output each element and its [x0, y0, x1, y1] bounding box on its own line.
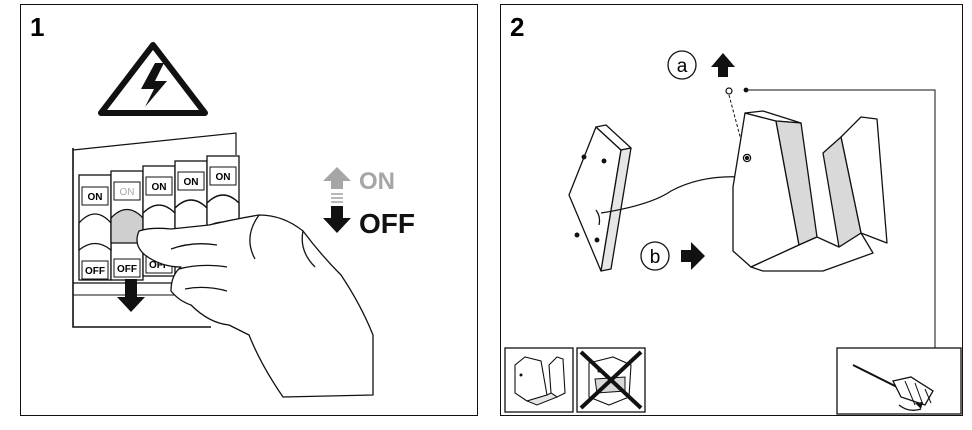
step-2-panel: 2 a b — [500, 4, 963, 416]
down-arrow-icon — [117, 279, 145, 312]
right-arrow-icon — [681, 242, 705, 270]
callout-a-label: a — [677, 56, 688, 77]
breaker-label-off: OFF — [149, 260, 169, 271]
breaker-label-on: ON — [88, 192, 103, 203]
breaker-label-off: OFF — [117, 264, 137, 275]
breaker-label-on: ON — [152, 182, 167, 193]
wall-plate — [568, 124, 632, 272]
cross-mark-icon — [579, 350, 643, 410]
correct-orientation-thumbnail — [504, 347, 574, 413]
down-arrow-icon — [323, 206, 351, 233]
screwdriver-icon — [836, 347, 962, 415]
step-2-illustration: a b — [504, 50, 962, 415]
step-1-panel: 1 — [20, 4, 478, 416]
leader-line — [746, 89, 936, 348]
step-number: 1 — [30, 12, 45, 42]
step-number: 2 — [510, 12, 525, 42]
callout-b-label: b — [650, 247, 661, 268]
up-arrow-icon — [323, 167, 351, 189]
high-voltage-warning-icon — [98, 42, 208, 116]
callout-b: b — [640, 241, 705, 271]
step-1-illustration: ON ON ON ON ON OFF OFF OFF ON — [72, 42, 415, 398]
hand — [136, 214, 374, 398]
legend-off-label: OFF — [359, 208, 415, 239]
breaker-label-on: ON — [184, 177, 199, 188]
cable — [600, 176, 742, 214]
breaker-label-off: OFF — [85, 266, 105, 277]
up-arrow-icon — [711, 53, 735, 77]
callout-a: a — [667, 50, 735, 80]
lamp-body — [732, 110, 888, 272]
wrong-orientation-thumbnail — [576, 347, 646, 413]
breaker-label-on: ON — [120, 187, 135, 198]
breaker-label-on: ON — [216, 172, 231, 183]
legend-on-label: ON — [359, 168, 395, 195]
on-off-legend: ON OFF — [323, 167, 415, 239]
